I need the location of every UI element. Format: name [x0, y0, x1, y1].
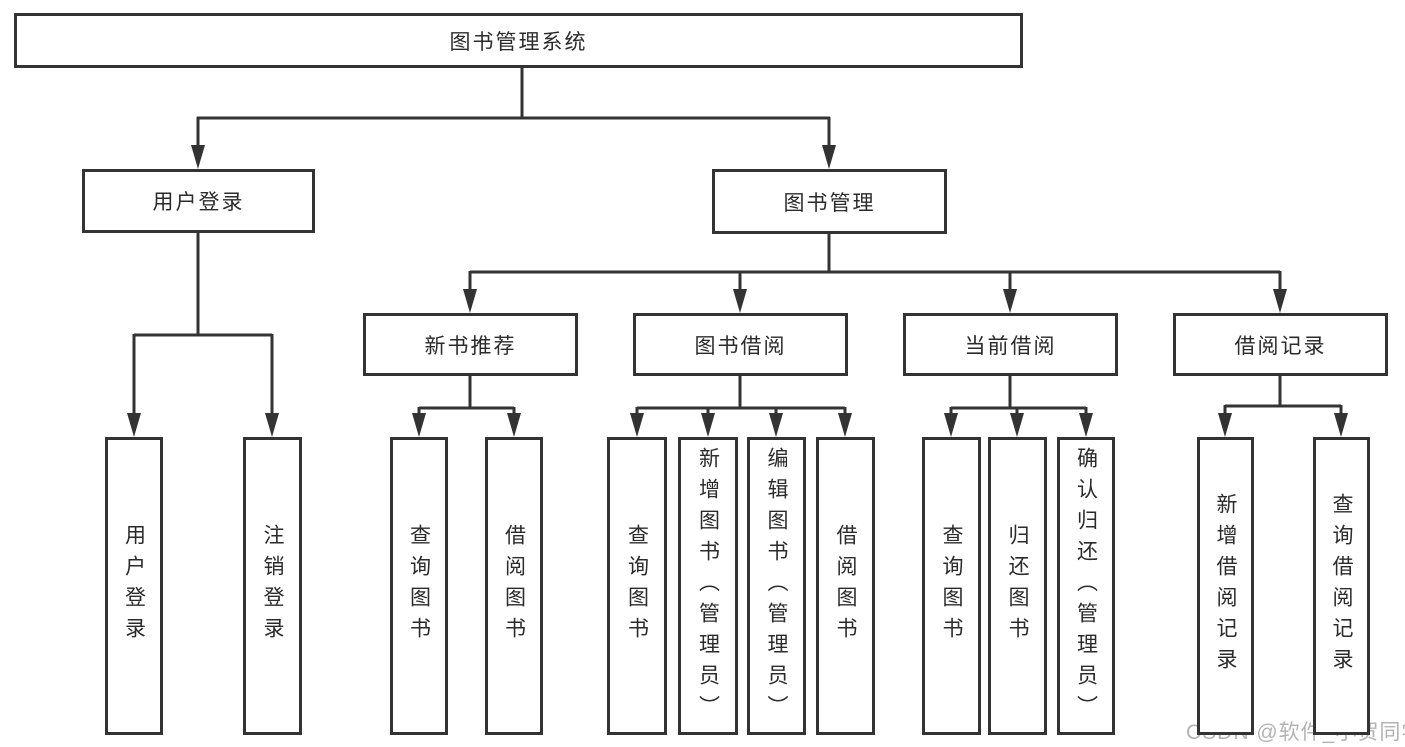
- node-root-system: 图书管理系统: [14, 13, 1023, 68]
- node-book-management-label: 图书管理: [783, 191, 876, 215]
- leaf-cb-return-books: 归还图书: [988, 437, 1047, 735]
- leaf-bb-borrow-books: 借阅图书: [816, 437, 875, 735]
- leaf-bb-add-books-admin: 新增图书（管理员）: [678, 437, 738, 735]
- leaf-user-login: 用户登录: [105, 437, 163, 735]
- leaf-bb-query-books-label: 查询图书: [625, 524, 649, 648]
- node-current-borrow-label: 当前借阅: [964, 334, 1057, 358]
- leaf-bb-query-books: 查询图书: [607, 437, 667, 735]
- leaf-nbr-borrow-books: 借阅图书: [485, 437, 543, 735]
- node-new-book-recommend-label: 新书推荐: [424, 334, 517, 358]
- leaf-bb-add-books-admin-label: 新增图书（管理员）: [696, 446, 720, 726]
- leaf-nbr-query-books: 查询图书: [390, 437, 448, 735]
- leaf-nbr-borrow-books-label: 借阅图书: [502, 524, 526, 648]
- leaf-logout-label: 注销登录: [261, 524, 284, 648]
- leaf-nbr-query-books-label: 查询图书: [407, 524, 431, 648]
- leaf-br-query-record: 查询借阅记录: [1313, 437, 1370, 735]
- leaf-user-login-label: 用户登录: [122, 524, 146, 648]
- leaf-br-add-record: 新增借阅记录: [1197, 437, 1254, 735]
- node-borrow-records-label: 借阅记录: [1234, 334, 1327, 358]
- node-new-book-recommend: 新书推荐: [363, 313, 578, 376]
- arrowheads: [127, 145, 1348, 437]
- leaf-cb-query-books: 查询图书: [922, 437, 981, 735]
- leaf-cb-query-books-label: 查询图书: [940, 524, 963, 648]
- node-user-login: 用户登录: [82, 169, 315, 233]
- leaf-bb-borrow-books-label: 借阅图书: [834, 524, 857, 648]
- leaf-bb-edit-books-admin: 编辑图书（管理员）: [747, 437, 806, 735]
- leaf-logout: 注销登录: [243, 437, 302, 735]
- leaf-bb-edit-books-admin-label: 编辑图书（管理员）: [765, 446, 788, 726]
- node-book-borrow: 图书借阅: [633, 313, 848, 376]
- node-root-label: 图书管理系统: [449, 30, 588, 54]
- leaf-br-query-record-label: 查询借阅记录: [1330, 493, 1353, 679]
- leaf-cb-confirm-return-admin-label: 确认归还（管理员）: [1074, 446, 1098, 726]
- node-current-borrow: 当前借阅: [903, 313, 1118, 376]
- node-borrow-records: 借阅记录: [1173, 313, 1388, 376]
- leaf-br-add-record-label: 新增借阅记录: [1214, 493, 1237, 679]
- node-user-login-label: 用户登录: [152, 191, 245, 214]
- node-book-management: 图书管理: [712, 169, 947, 234]
- leaf-cb-confirm-return-admin: 确认归还（管理员）: [1057, 437, 1115, 735]
- leaf-cb-return-books-label: 归还图书: [1006, 524, 1029, 648]
- node-book-borrow-label: 图书借阅: [694, 334, 787, 358]
